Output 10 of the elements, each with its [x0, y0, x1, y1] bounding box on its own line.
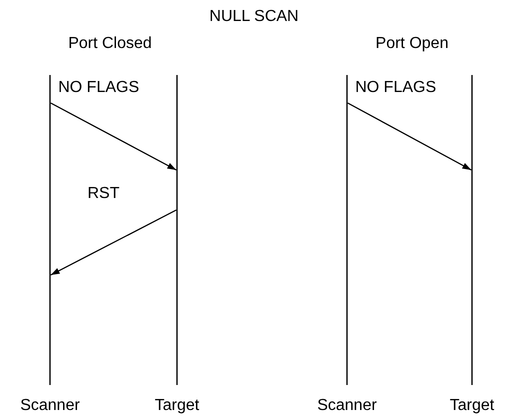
section-heading: Port Open: [376, 35, 448, 53]
participant-label: Scanner: [317, 397, 377, 415]
participant-label: Scanner: [20, 397, 80, 415]
message-arrow: [50, 102, 177, 171]
section-heading: Port Closed: [68, 35, 152, 53]
message-arrow: [347, 102, 472, 171]
diagram-title: NULL SCAN: [209, 8, 299, 26]
participant-label: Target: [154, 397, 200, 415]
message-arrow: [50, 209, 177, 276]
participant-label: Target: [450, 397, 494, 415]
